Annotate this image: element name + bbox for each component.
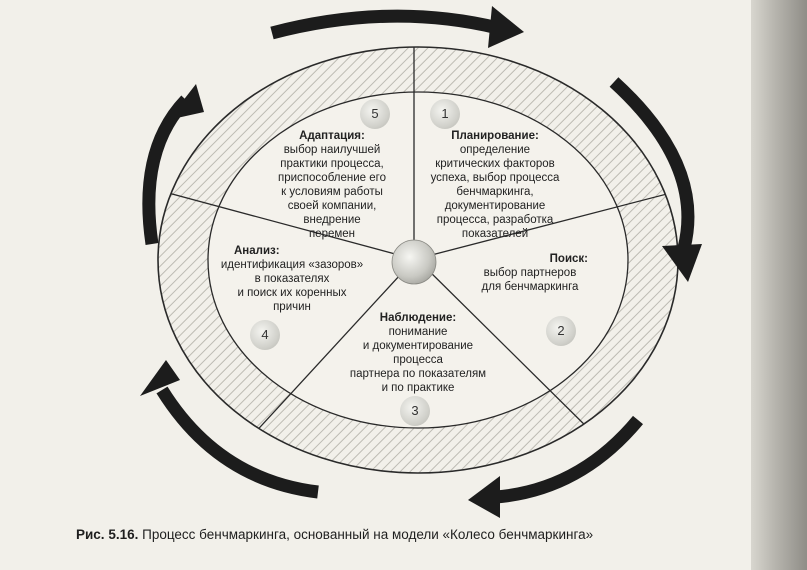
section-text-line: показателей (461, 228, 529, 240)
center-hub (391, 239, 437, 285)
section-text-line: и по практике (381, 382, 455, 394)
section-text: понимание и документирование процесса партн… (340, 325, 496, 395)
section-text-line: успеха, выбор процесса (430, 172, 560, 184)
section-text-line: процесса, разработка (436, 214, 554, 226)
section-title: Планирование: (451, 130, 539, 142)
divider-line-3 (419, 261, 601, 441)
divider-line-2 (419, 187, 678, 259)
benchmarking-wheel (140, 6, 702, 518)
section-text-line: выбор наилучшей (283, 144, 381, 156)
section-text-line: для бенчмаркинга (481, 281, 579, 293)
section-title: Наблюдение: (379, 312, 457, 324)
page-edge-shadow (751, 0, 807, 570)
section-text-line: определение (459, 144, 531, 156)
section-text: выбор партнеров для бенчмаркинга (466, 266, 594, 294)
section-text-line: критических факторов (435, 158, 555, 170)
arrowhead-bottom-right (468, 476, 500, 518)
section-text-line: документирование (444, 200, 546, 212)
section-text-line: к условиям работы (281, 186, 383, 198)
section-title: Поиск: (549, 253, 588, 265)
section-planning: Планирование: определение критических фак… (414, 129, 576, 241)
arrow-right (609, 77, 695, 250)
section-text: выбор наилучшей практики процесса, приспос… (258, 143, 406, 241)
section-search: Поиск: выбор партнеров для бенчмаркинга (466, 252, 594, 294)
section-text-line: приспособление его (278, 172, 386, 184)
section-text-line: и поиск их коренных (237, 287, 347, 299)
section-text-line: внедрение (303, 214, 361, 226)
section-text: определение критических факторов успеха, в… (414, 143, 576, 241)
step-badge-4: 4 (250, 320, 280, 350)
section-text-line: практики процесса, (280, 158, 384, 170)
section-text-line: в показателях (254, 273, 330, 285)
section-text-line: бенчмаркинга, (456, 186, 534, 198)
section-text-line: процесса (393, 354, 443, 366)
step-badge-3: 3 (400, 396, 430, 426)
arrowhead-top (488, 6, 524, 48)
figure-caption: Рис. 5.16. Процесс бенчмаркинга, основан… (76, 527, 766, 542)
section-text-line: и документирование (362, 340, 474, 352)
section-analysis: Анализ: идентификация «зазоров» в показат… (202, 244, 382, 314)
section-text-line: своей компании, (287, 200, 377, 212)
figure-label: Рис. 5.16. (76, 527, 139, 542)
section-text-line: понимание (388, 326, 448, 338)
section-title: Анализ: (234, 245, 280, 257)
section-text-line: выбор партнеров (483, 267, 577, 279)
divider-line-4 (249, 261, 413, 439)
arrowhead-left (168, 84, 204, 120)
section-text-line: причин (273, 301, 311, 313)
section-text-line: партнера по показателям (349, 368, 487, 380)
arrowhead-bottom-left (140, 360, 180, 396)
step-badge-1: 1 (430, 99, 460, 129)
figure-caption-text: Процесс бенчмаркинга, основанный на моде… (142, 527, 594, 542)
step-badge-5: 5 (360, 99, 390, 129)
divider-line-5 (158, 187, 411, 259)
section-text-line: перемен (308, 228, 356, 240)
step-badge-2: 2 (546, 316, 576, 346)
arrow-bottom-left (156, 386, 319, 499)
arrow-bottom-right (495, 415, 644, 504)
section-adaptation: Адаптация: выбор наилучшей практики проце… (258, 129, 406, 241)
section-text: идентификация «зазоров» в показателях и по… (202, 258, 382, 314)
arrow-top (270, 9, 500, 40)
section-text-line: идентификация «зазоров» (220, 259, 364, 271)
section-title: Адаптация: (299, 130, 365, 142)
arrowhead-right (662, 244, 702, 282)
